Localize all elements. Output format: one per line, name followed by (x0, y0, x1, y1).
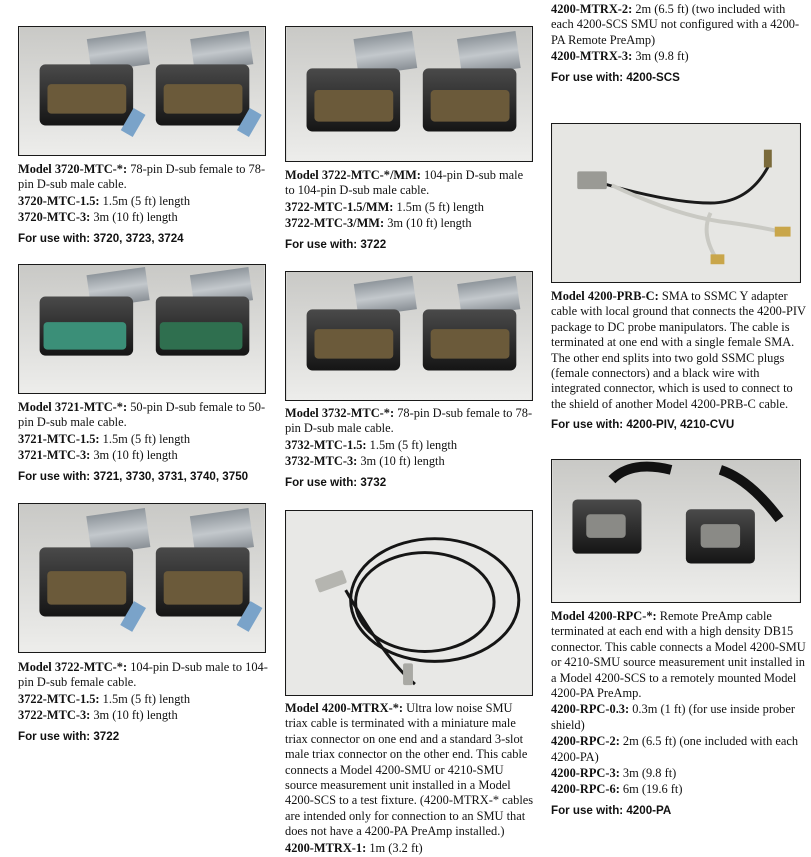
model-name: Model 3722-MTC-*: (18, 660, 128, 674)
variant-length: 3m (9.8 ft) (632, 49, 689, 64)
cable-photo-3722-mtc (18, 503, 266, 653)
variant-length: 1.5m (5 ft) length (393, 199, 484, 214)
use-with: For use with: 4200-SCS (551, 70, 680, 84)
variant-length: 1.5m (5 ft) length (99, 431, 191, 446)
model-name: Model 3720-MTC-*: (18, 162, 128, 176)
variant-length: 0.3m (1 ft) (for use inside prober shiel… (551, 702, 795, 732)
use-with: For use with: 4200-PIV, 4210-CVU (551, 418, 735, 432)
description: 104-pin D-sub male to 104-pin D-sub male… (285, 168, 524, 198)
use-with: For use with: 3721, 3730, 3731, 3740, 37… (18, 469, 249, 483)
cable-photo-3722-mtc-mm (285, 26, 533, 162)
variant-length: 3m (10 ft) length (357, 454, 445, 469)
cable-photo-3721-mtc (18, 264, 266, 394)
model-name: Model 3721-MTC-*: (18, 400, 128, 414)
variant-name: 4200-MTRX-3: (551, 49, 633, 64)
description: Remote PreAmp cable terminated at each e… (551, 609, 806, 701)
item-3722-mtc: Model 3722-MTC-*: 104-pin D-sub male to … (18, 660, 268, 745)
description: 78-pin D-sub female to 78-pin D-sub male… (18, 162, 266, 192)
model-name: Model 3722-MTC-*/MM: (285, 168, 421, 182)
item-4200-rpc: Model 4200-RPC-*: Remote PreAmp cable te… (551, 609, 806, 819)
description: Ultra low noise SMU triax cable is termi… (285, 701, 534, 839)
variant-length: 2m (6.5 ft) (two included with each 4200… (551, 2, 800, 47)
model-name: Model 4200-PRB-C: (551, 289, 659, 303)
use-with: For use with: 3720, 3723, 3724 (18, 231, 184, 245)
variant-name: 3732-MTC-1.5: (285, 437, 367, 452)
dsub-cable-illustration (19, 265, 265, 393)
use-with: For use with: 3722 (18, 729, 120, 743)
variant-length: 1m (3.2 ft) (366, 840, 423, 855)
variant-length: 3m (10 ft) length (90, 210, 178, 225)
variant-length: 3m (10 ft) length (90, 448, 178, 463)
variant-name: 3722-MTC-3: (18, 708, 91, 723)
variant-name: 3722-MTC-1.5/MM: (285, 199, 394, 214)
description: 50-pin D-sub female to 50-pin D-sub male… (18, 400, 266, 430)
item-3722-mtc-mm: Model 3722-MTC-*/MM: 104-pin D-sub male … (285, 168, 535, 253)
variant-length: 1.5m (5 ft) length (366, 437, 458, 452)
sma-adapter-illustration (552, 124, 800, 282)
variant-name: 3722-MTC-1.5: (18, 691, 100, 706)
dsub-cable-illustration (19, 504, 265, 652)
variant-name: 3722-MTC-3/MM: (285, 216, 385, 231)
dsub-cable-illustration (19, 27, 265, 155)
item-4200-mtrx-continued: 4200-MTRX-2: 2m (6.5 ft) (two included w… (551, 2, 806, 86)
use-with: For use with: 4200-PA (551, 803, 672, 817)
variant-length: 2m (6.5 ft) (one included with each 4200… (551, 734, 799, 764)
item-3720-mtc: Model 3720-MTC-*: 78-pin D-sub female to… (18, 162, 268, 247)
variant-length: 3m (10 ft) length (90, 708, 178, 723)
item-3721-mtc: Model 3721-MTC-*: 50-pin D-sub female to… (18, 400, 268, 485)
model-name: Model 3732-MTC-*: (285, 406, 395, 420)
item-4200-prb-c: Model 4200-PRB-C: SMA to SSMC Y adapter … (551, 289, 806, 434)
variant-name: 4200-RPC-6: (551, 782, 620, 797)
variant-name: 4200-RPC-0.3: (551, 702, 630, 717)
model-name: Model 4200-MTRX-*: (285, 701, 404, 715)
dsub-cable-illustration (286, 27, 532, 161)
variant-length: 3m (10 ft) length (384, 216, 472, 231)
cable-photo-4200-rpc (551, 459, 801, 603)
model-name: Model 4200-RPC-*: (551, 609, 657, 623)
cable-photo-3732-mtc (285, 271, 533, 401)
description: 104-pin D-sub male to 104-pin D-sub fema… (18, 660, 268, 690)
variant-name: 4200-RPC-3: (551, 766, 620, 781)
variant-name: 4200-RPC-2: (551, 734, 620, 749)
description: 78-pin D-sub female to 78-pin D-sub male… (285, 406, 533, 436)
item-3732-mtc: Model 3732-MTC-*: 78-pin D-sub female to… (285, 406, 535, 491)
variant-name: 4200-MTRX-2: (551, 2, 633, 16)
use-with: For use with: 3732 (285, 475, 387, 489)
variant-length: 6m (19.6 ft) (619, 782, 683, 797)
item-4200-mtrx: Model 4200-MTRX-*: Ultra low noise SMU t… (285, 701, 535, 857)
variant-length: 1.5m (5 ft) length (99, 193, 191, 208)
variant-length: 3m (9.8 ft) (619, 766, 677, 781)
cable-photo-4200-mtrx (285, 510, 533, 696)
db15-cable-illustration (552, 460, 800, 602)
variant-name: 3732-MTC-3: (285, 454, 358, 469)
variant-name: 3720-MTC-3: (18, 210, 91, 225)
variant-name: 3721-MTC-1.5: (18, 431, 100, 446)
dsub-cable-illustration (286, 272, 532, 400)
cable-photo-3720-mtc (18, 26, 266, 156)
variant-name: 3721-MTC-3: (18, 448, 91, 463)
description: SMA to SSMC Y adapter cable with local g… (551, 289, 806, 411)
use-with: For use with: 3722 (285, 237, 387, 251)
variant-name: 4200-MTRX-1: (285, 840, 367, 855)
cable-photo-4200-prb-c (551, 123, 801, 283)
variant-name: 3720-MTC-1.5: (18, 193, 100, 208)
variant-length: 1.5m (5 ft) length (99, 691, 191, 706)
triax-cable-illustration (286, 511, 532, 695)
